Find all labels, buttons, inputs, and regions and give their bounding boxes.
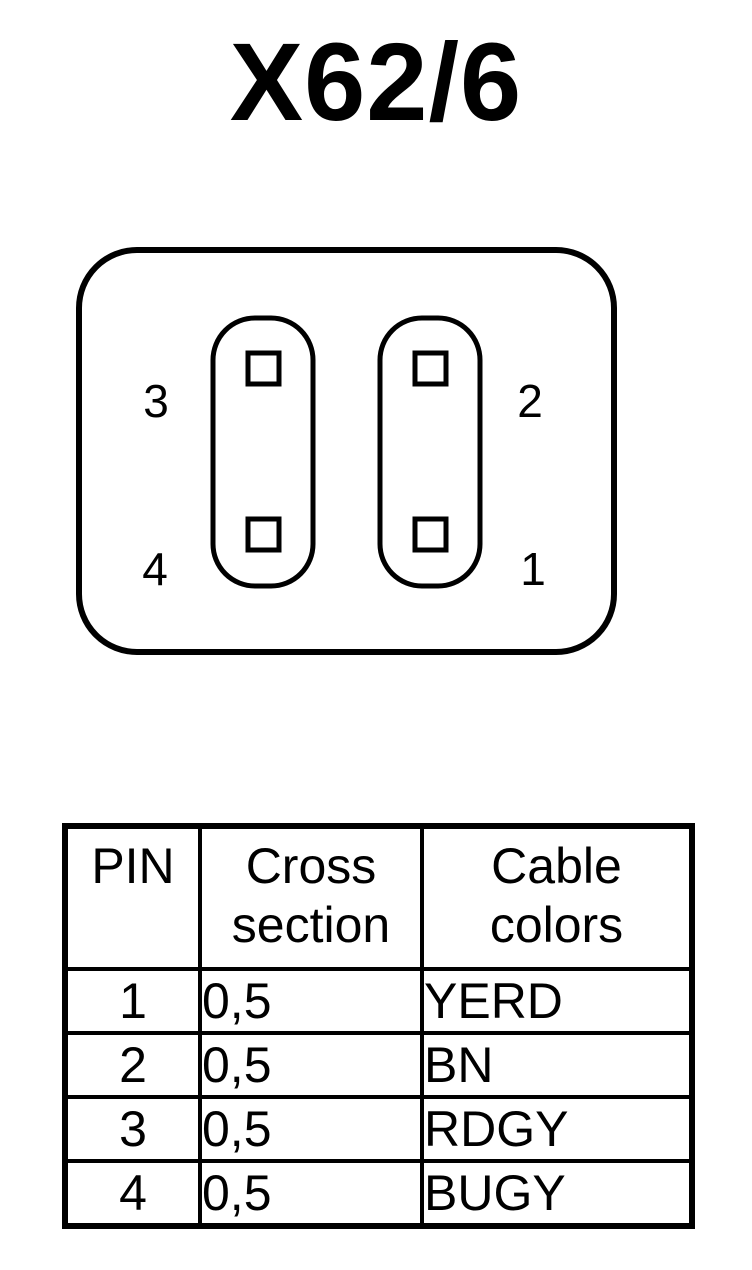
cell-cable-color: YERD [420,967,694,1035]
header-colors-line-1: Cable [491,838,622,894]
cell-cable-color: BUGY [420,1159,694,1228]
cell-pin: 4 [63,1159,202,1228]
table-row: 2 0,5 BN [63,1031,694,1099]
cell-pin: 2 [63,1031,202,1099]
header-colors-line-2: colors [489,897,624,953]
pin-slot-right [377,315,483,589]
pin-label-4: 4 [142,543,168,595]
connector-diagram: 3 2 4 1 [76,247,617,655]
pin-contact-3 [245,350,282,387]
pin-table: PIN Cross section Cable colors 1 0,5 YER… [62,823,695,1229]
cell-pin: 1 [63,967,202,1035]
header-cross-line-1: Cross [245,838,377,894]
pin-contact-2 [412,350,449,387]
table-header-row: PIN Cross section Cable colors [63,824,694,971]
table-row: 3 0,5 RDGY [63,1095,694,1163]
header-cross-line-2: section [231,897,391,953]
pin-label-3: 3 [143,375,169,427]
header-pin-line: PIN [91,838,175,894]
header-pin: PIN [63,824,202,971]
cell-cross-section: 0,5 [198,967,424,1035]
header-cross-section: Cross section [198,824,424,971]
pin-contact-1 [412,516,449,553]
connector-housing [76,247,617,655]
pin-label-1: 1 [520,543,546,595]
cell-cross-section: 0,5 [198,1031,424,1099]
connector-title: X62/6 [229,21,523,144]
header-cable-colors: Cable colors [420,824,694,971]
cell-pin: 3 [63,1095,202,1163]
table-row: 1 0,5 YERD [63,967,694,1035]
pin-contact-4 [245,516,282,553]
cell-cross-section: 0,5 [198,1095,424,1163]
cell-cable-color: RDGY [420,1095,694,1163]
table-row: 4 0,5 BUGY [63,1159,694,1228]
pin-slot-left [210,315,316,589]
cell-cable-color: BN [420,1031,694,1099]
cell-cross-section: 0,5 [198,1159,424,1228]
pin-label-2: 2 [517,375,543,427]
